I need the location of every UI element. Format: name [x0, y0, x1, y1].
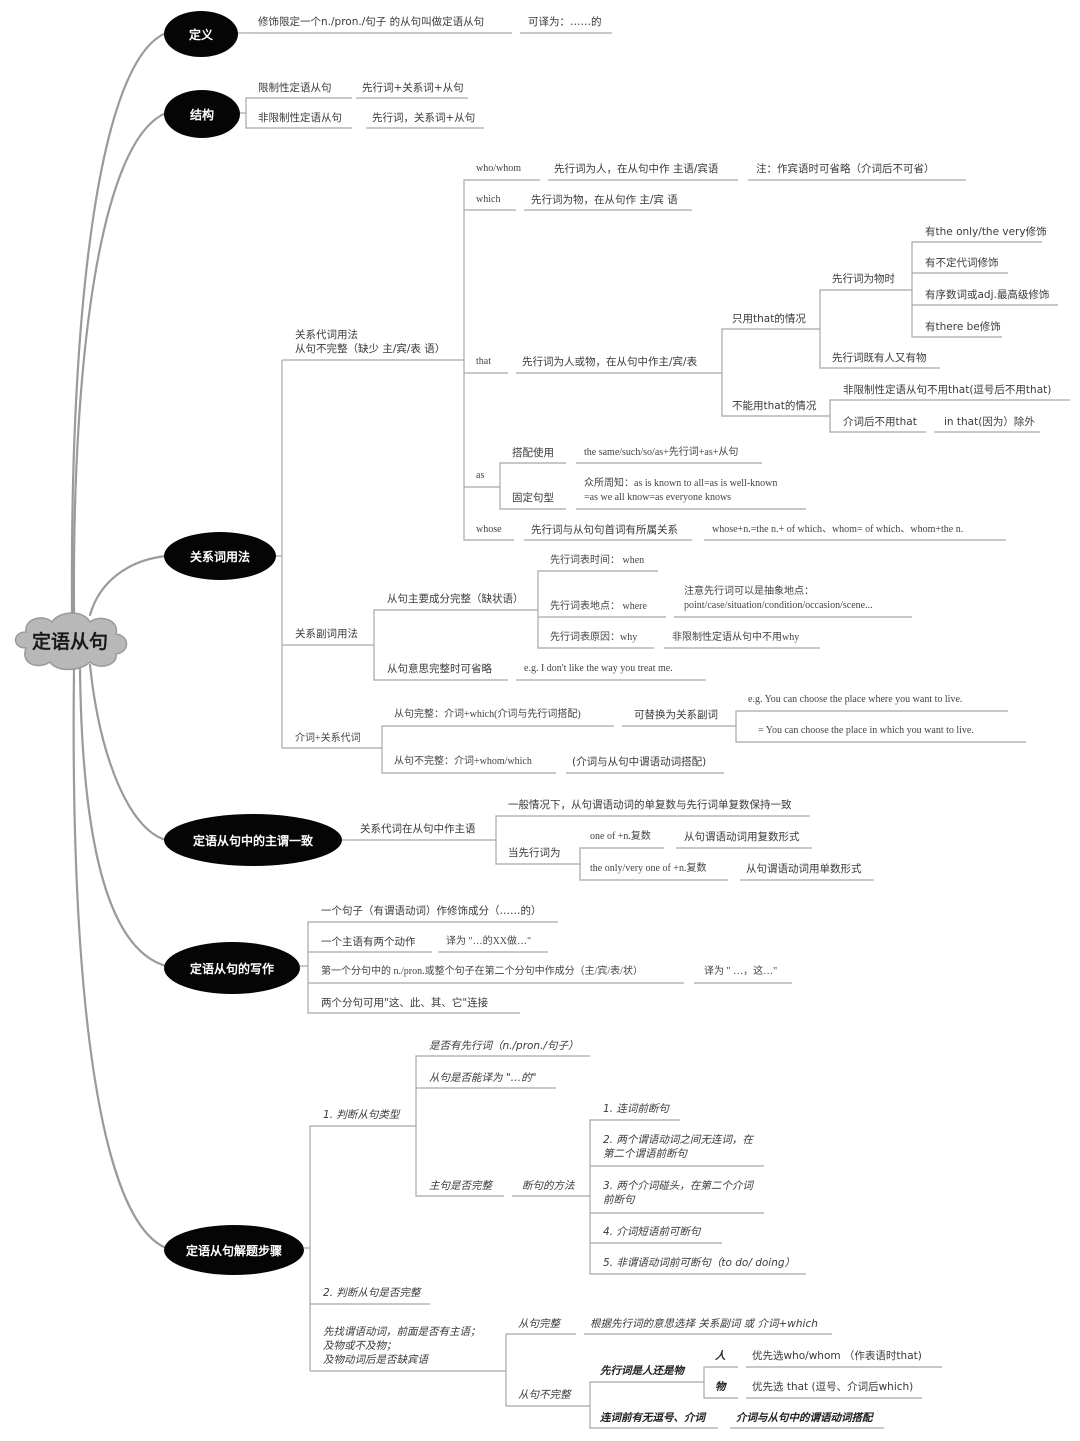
has-antecedent: 是否有先行词（n./pron./句子） — [429, 1040, 579, 1052]
nonrestrictive-clause: 非限制性定语从句 — [258, 112, 342, 124]
writing-point-1: 一个句子（有谓语动词）作修饰成分（……的） — [321, 905, 542, 917]
adverb-time-when: 先行词表时间： when — [550, 555, 645, 566]
method-2: 2. 两个谓语动词之间无连词，在 第二个谓语前断句 — [603, 1134, 753, 1160]
nonrestrictive-form: 先行词，关系词+从句 — [372, 112, 476, 124]
which: which — [476, 194, 501, 205]
adverb-omission-example: e.g. I don't like the way you treat me. — [524, 663, 673, 674]
writing-point-2: 一个主语有两个动作 — [321, 936, 416, 948]
general-agreement: 一般情况下，从句谓语动词的单复数与先行词单复数保持一致 — [508, 799, 792, 811]
method-1: 1. 连词前断句 — [603, 1103, 669, 1115]
step-2-completeness: 2. 判断从句是否完整 — [323, 1287, 421, 1299]
whose-equivalence: whose+n.=the n.+ of which、whom= of which… — [712, 524, 964, 535]
only-very-modifier: 有the only/the very修饰 — [925, 226, 1047, 238]
complete-rule: 根据先行词的意思选择 关系副词 或 介词+which — [590, 1318, 818, 1330]
as-collocation-desc: the same/such/so/as+先行词+as+从句 — [584, 447, 739, 458]
method-5: 5. 非谓语动词前可断句（to do/ doing） — [603, 1257, 796, 1269]
main-clause-complete: 主句是否完整 — [429, 1180, 492, 1192]
hub-agreement[interactable]: 定语从句中的主谓一致 — [164, 814, 342, 866]
one-of-result: 从句谓语动词用复数形式 — [684, 831, 800, 843]
adverb-omission: 从句意思完整时可省略 — [387, 663, 492, 675]
antecedent-thing: 先行词为物时 — [832, 273, 895, 285]
when-antecedent-is: 当先行词为 — [508, 847, 561, 859]
which-desc: 先行词为物，在从句作 主/宾 语 — [531, 194, 678, 206]
person-or-thing: 先行词是人还是物 — [600, 1365, 684, 1377]
prep-which-complete: 从句完整：介词+which(介词与先行词搭配) — [394, 709, 581, 720]
hub-definition[interactable]: 定义 — [164, 11, 238, 57]
who-note: 注：作宾语时可省略（介词后不可省） — [756, 163, 935, 175]
person-label: 人 — [715, 1350, 726, 1362]
prep-example-2: = You can choose the place in which you … — [758, 725, 974, 736]
as-fixed-pattern-desc: 众所周知：as is known to all=as is well-known… — [584, 478, 778, 503]
thing-label: 物 — [715, 1381, 726, 1393]
that: that — [476, 356, 491, 367]
adverb-complete-clause: 从句主要成分完整（缺状语） — [387, 593, 524, 605]
writing-point-3: 第一个分句中的 n./pron.或整个句子在第二个分句中作成分（主/宾/表/状） — [321, 966, 643, 977]
only-one-of-plural: the only/very one of +n.复数 — [590, 863, 707, 874]
ordinal-superlative-modifier: 有序数词或adj.最高级修饰 — [925, 289, 1050, 301]
hub-writing[interactable]: 定语从句的写作 — [164, 942, 300, 994]
prep-example-1: e.g. You can choose the place where you … — [748, 694, 963, 705]
hub-solving-steps[interactable]: 定语从句解题步骤 — [164, 1225, 304, 1275]
clause-complete: 从句完整 — [518, 1318, 560, 1330]
nonrestrictive-no-that: 非限制性定语从句不用that(逗号后不用that) — [843, 384, 1052, 396]
only-that-cases: 只用that的情况 — [732, 313, 806, 325]
hub-structure[interactable]: 结构 — [164, 90, 240, 138]
root-topic[interactable]: 定语从句 — [31, 630, 108, 653]
root-cloud-shape — [14, 612, 128, 671]
only-one-of-result: 从句谓语动词用单数形式 — [746, 863, 862, 875]
abstract-place-note: 注意先行词可以是抽象地点： point/case/situation/condi… — [684, 586, 873, 611]
relative-adverb-title: 关系副词用法 — [295, 628, 358, 640]
relative-pronoun-title: 关系代词用法 从句不完整（缺少 主/宾/表 语） — [295, 329, 446, 355]
adverb-reason-why: 先行词表原因：why — [550, 632, 638, 643]
who-desc: 先行词为人，在从句中作 主语/宾语 — [554, 163, 719, 175]
that-desc: 先行词为人或物，在从句中作主/宾/表 — [522, 356, 698, 368]
can-translate: 从句是否能译为 "…的" — [429, 1072, 537, 1084]
restrictive-clause: 限制性定语从句 — [258, 82, 332, 94]
there-be-modifier: 有there be修饰 — [925, 321, 1001, 333]
prep-verb-collocation: (介词与从句中谓语动词搭配) — [572, 756, 707, 768]
no-that-after-prep: 介词后不用that — [843, 416, 917, 428]
prep-whom-which-incomplete: 从句不完整：介词+whom/which — [394, 756, 532, 767]
method-4: 4. 介词短语前可断句 — [603, 1226, 701, 1238]
restrictive-form: 先行词+关系词+从句 — [362, 82, 464, 94]
step-1-clause-type: 1. 判断从句类型 — [323, 1109, 400, 1121]
person-and-thing: 先行词既有人又有物 — [832, 352, 927, 364]
whose-desc: 先行词与从句句首词有所属关系 — [531, 524, 678, 536]
method-3: 3. 两个介词碰头，在第二个介词 前断句 — [603, 1180, 753, 1206]
as-collocation: 搭配使用 — [512, 447, 554, 459]
writing-point-2-translation: 译为 "…的XX做…" — [446, 936, 532, 947]
adverb-place-where: 先行词表地点： where — [550, 601, 647, 612]
as-fixed-pattern: 固定句型 — [512, 492, 554, 504]
thing-rule: 优先选 that (逗号、介词后which) — [752, 1381, 914, 1393]
cannot-use-that: 不能用that的情况 — [732, 400, 817, 412]
in-that-exception: in that(因为）除外 — [944, 416, 1035, 428]
prep-relative-title: 介词+关系代词 — [295, 733, 361, 744]
one-of-plural: one of +n.复数 — [590, 831, 651, 842]
definition-translation: 可译为：……的 — [528, 16, 602, 28]
writing-point-3-translation: 译为 " …，这…" — [704, 966, 778, 977]
writing-point-4: 两个分句可用"这、此、其、它"连接 — [321, 997, 489, 1009]
definition-text: 修饰限定一个n./pron./句子 的从句叫做定语从句 — [258, 16, 485, 28]
who-whom: who/whom — [476, 163, 521, 174]
step-2-description: 先找谓语动词，前面是否有主语； 及物或不及物； 及物动词后是否缺宾语 — [323, 1326, 481, 1366]
pronoun-as-subject: 关系代词在从句中作主语 — [360, 823, 476, 835]
segmentation-method: 断句的方法 — [522, 1180, 575, 1192]
prep-verb-match: 介词与从句中的谓语动词搭配 — [736, 1412, 873, 1424]
whose: whose — [476, 524, 502, 535]
person-rule: 优先选who/whom （作表语时that) — [752, 1350, 922, 1362]
no-why-nonrestrictive: 非限制性定语从句中不用why — [672, 632, 800, 643]
clause-incomplete: 从句不完整 — [518, 1389, 571, 1401]
hub-relative-words[interactable]: 关系词用法 — [164, 532, 276, 580]
as: as — [476, 470, 485, 481]
replace-with-adverb: 可替换为关系副词 — [634, 709, 718, 721]
comma-prep-before-conj: 连词前有无逗号、介词 — [600, 1412, 705, 1424]
indefinite-pronoun-modifier: 有不定代词修饰 — [925, 257, 999, 269]
